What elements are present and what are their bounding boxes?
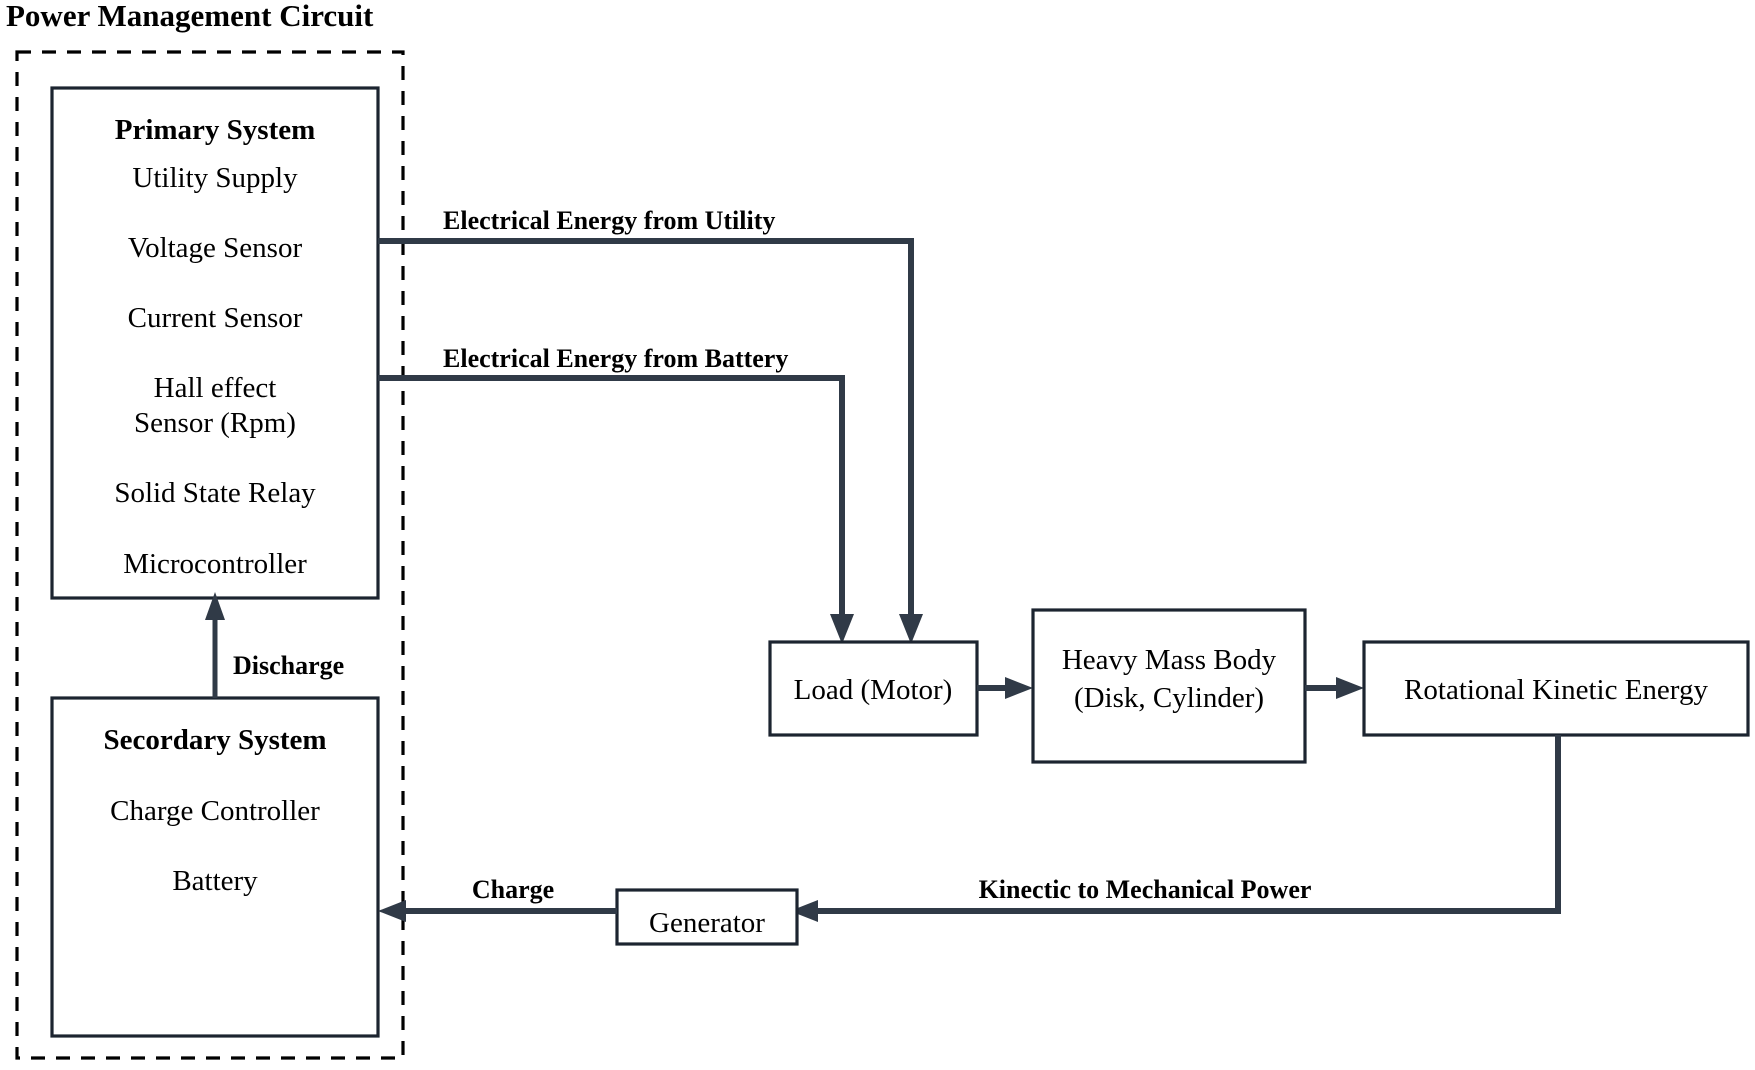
primary-system-item-solid-state-relay: Solid State Relay [114,477,316,509]
rotational-kinetic-energy-label: Rotational Kinetic Energy [1404,674,1708,706]
discharge-arrowhead-icon [205,592,225,620]
charge-arrowhead-icon [378,900,406,922]
generator-box[interactable] [615,888,799,946]
kinetic-to-mechanical-edge-label: Kinectic to Mechanical Power [979,875,1312,904]
load-motor-box[interactable] [768,640,979,737]
battery-energy-connector-line [378,375,845,624]
heavy-mass-to-rotational-arrowhead-icon [1336,677,1364,699]
primary-system-item-microcontroller: Microcontroller [123,548,307,580]
rotational-kinetic-energy-box[interactable] [1362,640,1750,737]
onboard-system-group-boundary [15,50,405,1060]
heavy-mass-body-box[interactable] [1031,608,1307,764]
page-title: Power Management Circuit [6,0,374,33]
secondary-system-box[interactable] [50,696,380,1038]
secondary-system-item-charge-controller: Charge Controller [110,795,320,827]
heavy-mass-body-label-line2: (Disk, Cylinder) [1074,682,1264,714]
kinetic-to-generator-arrowhead-icon [790,900,818,922]
generator-label: Generator [649,907,765,939]
load-motor-label: Load (Motor) [794,674,953,706]
utility-energy-edge-label: Electrical Energy from Utility [443,206,775,235]
kinetic-to-generator-connector-line [810,735,1561,914]
primary-system-item-hall-effect-sensor-line1: Hall effect [154,372,277,404]
primary-system-item-utility-supply: Utility Supply [132,162,298,194]
primary-system-item-hall-effect-sensor-line2: Sensor (Rpm) [134,407,296,439]
discharge-edge-label: Discharge [233,651,344,680]
secondary-system-heading: Secordary System [103,724,326,756]
battery-energy-arrowhead-icon [830,614,854,644]
primary-system-item-voltage-sensor: Voltage Sensor [128,232,303,264]
battery-energy-edge-label: Electrical Energy from Battery [443,344,788,373]
utility-energy-arrowhead-icon [899,614,923,644]
charge-edge-label: Charge [472,875,554,904]
load-to-heavy-mass-arrowhead-icon [1005,677,1033,699]
primary-system-item-current-sensor: Current Sensor [128,302,303,334]
secondary-system-item-battery: Battery [172,865,258,897]
utility-energy-connector-line [378,238,914,624]
primary-system-heading: Primary System [115,114,316,146]
heavy-mass-body-label-line1: Heavy Mass Body [1062,644,1277,676]
